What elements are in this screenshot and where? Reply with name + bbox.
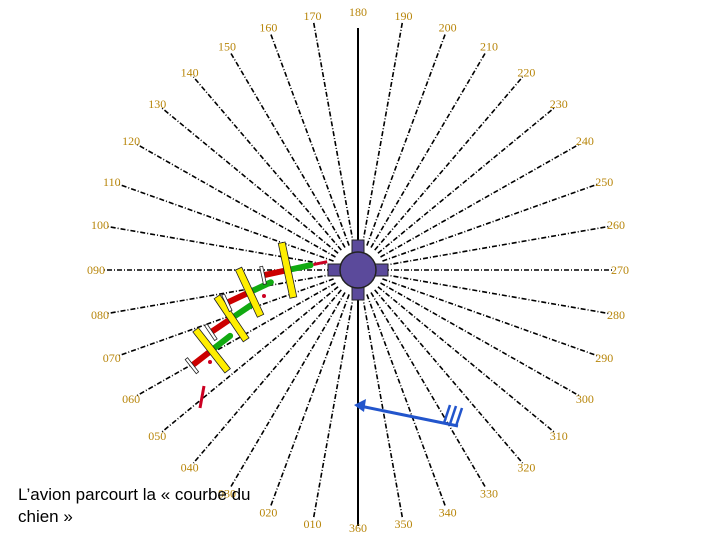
bearing-label: 350 bbox=[394, 517, 412, 531]
bearing-ray bbox=[117, 278, 334, 357]
bearing-ray bbox=[312, 295, 355, 519]
airplane-icon bbox=[204, 294, 255, 343]
bearing-label: 220 bbox=[517, 65, 535, 79]
bearing-ray bbox=[383, 225, 611, 267]
bearing-ray bbox=[377, 107, 555, 254]
bearing-label: 260 bbox=[607, 218, 625, 232]
bearing-label: 080 bbox=[91, 308, 109, 322]
bearing-rays bbox=[102, 21, 614, 519]
bearing-ray bbox=[377, 286, 555, 433]
bearing-ray bbox=[192, 76, 342, 251]
bearing-ray bbox=[105, 225, 333, 267]
bearing-label: 250 bbox=[595, 175, 613, 189]
bearing-label: 150 bbox=[218, 40, 236, 54]
trail-dot bbox=[208, 360, 212, 364]
bearing-ray bbox=[229, 292, 346, 489]
bearing-ray bbox=[117, 183, 334, 262]
bearing-ray bbox=[312, 21, 355, 245]
bearing-label: 180 bbox=[349, 5, 367, 19]
bearing-ray bbox=[374, 76, 524, 251]
bearing-ray bbox=[269, 32, 350, 246]
bearing-ray bbox=[380, 143, 581, 258]
bearing-label: 060 bbox=[122, 392, 140, 406]
bearing-label: 210 bbox=[480, 40, 498, 54]
airplane-icon bbox=[221, 266, 274, 318]
bearing-label: 010 bbox=[304, 517, 322, 531]
bearing-label: 270 bbox=[611, 263, 629, 277]
bearing-label: 040 bbox=[181, 461, 199, 475]
bearing-label: 090 bbox=[87, 263, 105, 277]
bearing-label: 360 bbox=[349, 521, 367, 535]
airplane-icon bbox=[184, 327, 234, 375]
bearing-ray bbox=[366, 32, 447, 246]
bearing-label: 320 bbox=[517, 461, 535, 475]
bearing-ray bbox=[269, 294, 350, 508]
bearing-label: 110 bbox=[103, 175, 121, 189]
bearing-label: 200 bbox=[439, 21, 457, 35]
bearing-ray bbox=[382, 183, 599, 262]
bearing-ray bbox=[374, 289, 524, 464]
bearing-label: 140 bbox=[181, 65, 199, 79]
bearing-ray bbox=[383, 273, 611, 315]
bearing-ray bbox=[161, 107, 339, 254]
bearing-ray bbox=[370, 292, 487, 489]
bearing-label: 050 bbox=[148, 429, 166, 443]
bearing-ray bbox=[366, 294, 447, 508]
bearing-ray bbox=[361, 295, 404, 519]
bearing-ray bbox=[135, 282, 336, 397]
bearing-ray bbox=[105, 273, 333, 315]
bearing-label: 020 bbox=[259, 505, 277, 519]
bearing-label: 130 bbox=[148, 97, 166, 111]
bearing-ray bbox=[382, 278, 599, 357]
bearing-ray bbox=[135, 143, 336, 258]
bearing-label: 300 bbox=[576, 392, 594, 406]
trail-dot bbox=[262, 294, 266, 298]
bearing-label: 340 bbox=[439, 505, 457, 519]
bearing-label: 100 bbox=[91, 218, 109, 232]
bearing-label: 310 bbox=[550, 429, 568, 443]
bearing-ray bbox=[229, 51, 346, 248]
bearing-label: 170 bbox=[304, 9, 322, 23]
radio-station-icon bbox=[327, 239, 389, 301]
bearing-label: 160 bbox=[259, 21, 277, 35]
bearing-label: 070 bbox=[103, 351, 121, 365]
wind-arrow-icon bbox=[354, 399, 464, 428]
bearing-ray bbox=[370, 51, 487, 248]
caption-text: L’avion parcourt la « courbe du chien » bbox=[18, 485, 251, 526]
bearing-ray bbox=[161, 286, 339, 433]
bearing-label: 230 bbox=[550, 97, 568, 111]
bearing-label: 030 bbox=[218, 486, 236, 500]
bearing-ray bbox=[380, 282, 581, 397]
bearing-label: 240 bbox=[576, 134, 594, 148]
bearing-label: 120 bbox=[122, 134, 140, 148]
bearing-label: 280 bbox=[607, 308, 625, 322]
bearing-label: 190 bbox=[394, 9, 412, 23]
bearing-ray bbox=[361, 21, 404, 245]
trail-segment bbox=[198, 385, 206, 409]
bearing-label: 330 bbox=[480, 486, 498, 500]
airplane-icon bbox=[259, 241, 328, 299]
bearing-ray bbox=[192, 289, 342, 464]
bearing-labels: 010 020 030 040 050 060 070 080 090 100 110 120 130 1… bbox=[87, 5, 629, 535]
bearing-label: 290 bbox=[595, 351, 613, 365]
